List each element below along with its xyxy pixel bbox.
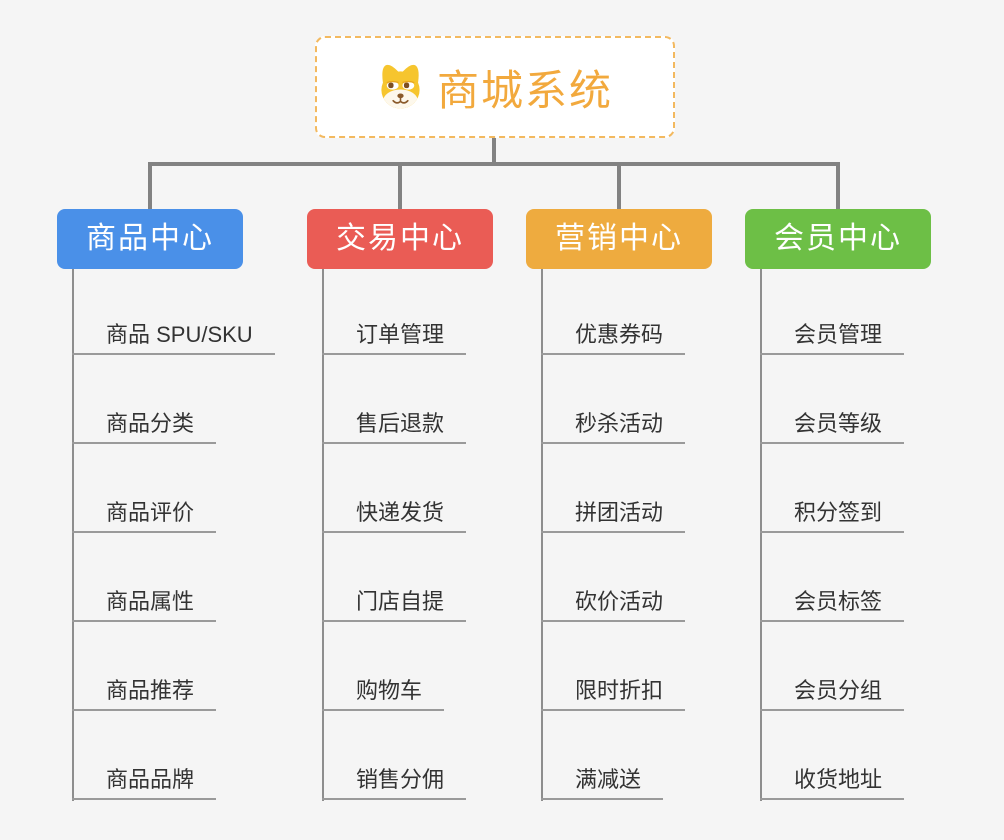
branch-drop-line <box>617 164 621 209</box>
branch-drop-line <box>398 164 402 209</box>
root-title: 商城系统 <box>436 66 613 114</box>
leaf-topic[interactable]: 砍价活动 <box>541 588 686 622</box>
leaf-topic[interactable]: 商品分类 <box>72 410 217 444</box>
root-connector-line <box>492 138 496 164</box>
leaf-topic[interactable]: 限时折扣 <box>541 677 686 711</box>
leaf-topic[interactable]: 会员管理 <box>760 321 905 355</box>
branch-node-member-center[interactable]: 会员中心 <box>745 209 931 269</box>
bus-connector-line <box>148 162 840 166</box>
leaf-topic[interactable]: 购物车 <box>322 677 445 711</box>
leaf-topic[interactable]: 满减送 <box>541 766 664 800</box>
branch-trunk-line <box>760 269 762 801</box>
leaf-topic[interactable]: 门店自提 <box>322 588 467 622</box>
leaf-topic[interactable]: 会员等级 <box>760 410 905 444</box>
shiba-dog-icon <box>381 64 420 109</box>
leaf-topic[interactable]: 订单管理 <box>322 321 467 355</box>
leaf-topic[interactable]: 积分签到 <box>760 499 905 533</box>
leaf-topic[interactable]: 收货地址 <box>760 766 905 800</box>
leaf-topic[interactable]: 快递发货 <box>322 499 467 533</box>
branch-trunk-line <box>322 269 324 801</box>
leaf-topic[interactable]: 商品推荐 <box>72 677 217 711</box>
branch-node-marketing-center[interactable]: 营销中心 <box>526 209 712 269</box>
leaf-topic[interactable]: 商品评价 <box>72 499 217 533</box>
branch-trunk-line <box>72 269 74 801</box>
branch-drop-line <box>836 164 840 209</box>
leaf-topic[interactable]: 商品品牌 <box>72 766 217 800</box>
leaf-topic[interactable]: 商品 SPU/SKU <box>72 321 275 355</box>
branch-node-product-center[interactable]: 商品中心 <box>57 209 243 269</box>
leaf-topic[interactable]: 商品属性 <box>72 588 217 622</box>
leaf-topic[interactable]: 售后退款 <box>322 410 467 444</box>
branch-node-trade-center[interactable]: 交易中心 <box>307 209 493 269</box>
leaf-topic[interactable]: 会员标签 <box>760 588 905 622</box>
leaf-topic[interactable]: 销售分佣 <box>322 766 467 800</box>
leaf-topic[interactable]: 拼团活动 <box>541 499 686 533</box>
leaf-topic[interactable]: 会员分组 <box>760 677 905 711</box>
branch-drop-line <box>148 164 152 209</box>
leaf-topic[interactable]: 优惠券码 <box>541 321 686 355</box>
branch-trunk-line <box>541 269 543 801</box>
root-node[interactable]: 商城系统 <box>315 36 675 138</box>
leaf-topic[interactable]: 秒杀活动 <box>541 410 686 444</box>
